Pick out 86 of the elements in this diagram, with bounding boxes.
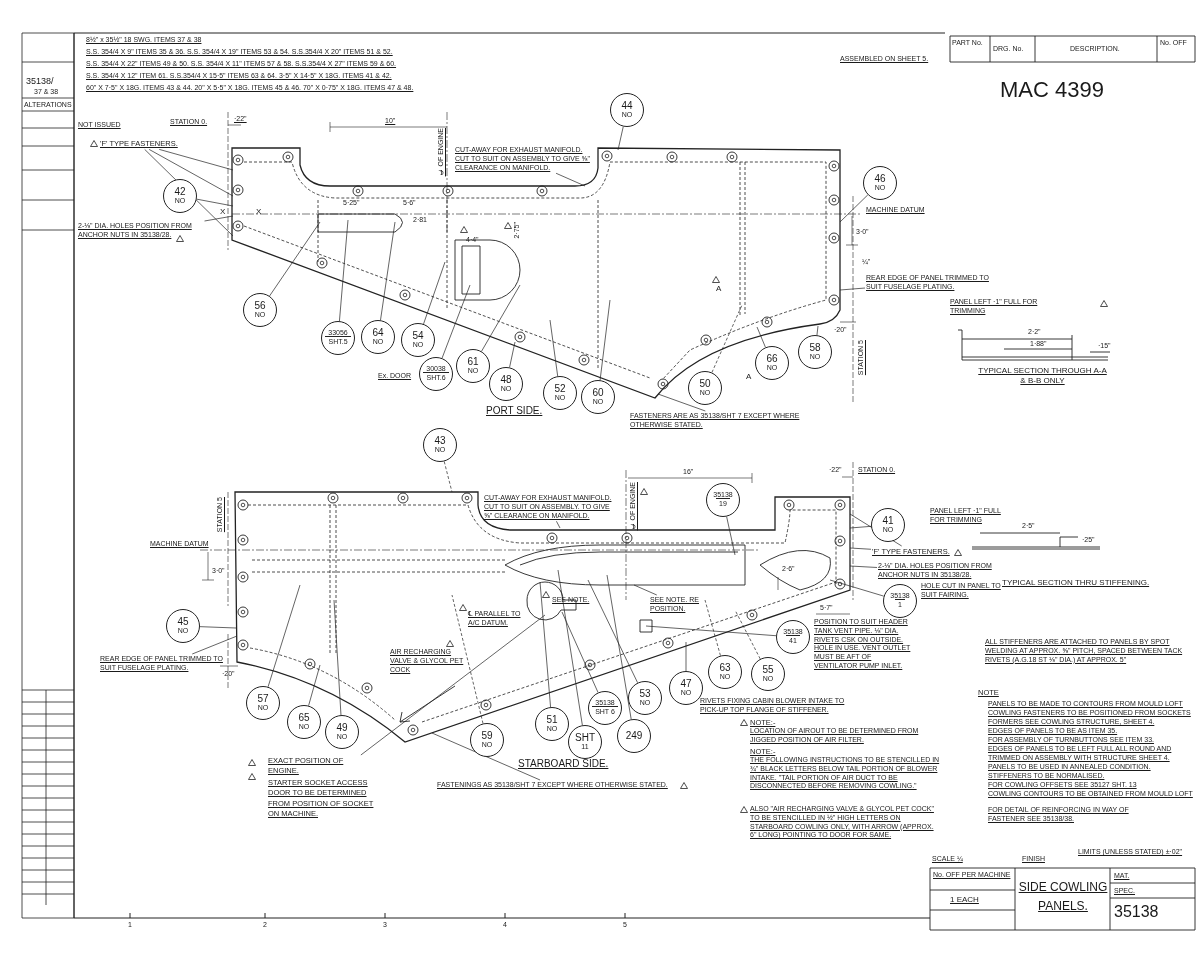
leader-line <box>380 221 396 321</box>
item-number: 42 <box>174 186 186 197</box>
leader-line <box>599 299 611 381</box>
item-number: 44 <box>621 100 633 111</box>
leader-line <box>360 614 546 756</box>
section-mark: X <box>256 207 262 217</box>
item-number: 58 <box>809 342 821 353</box>
item-number: 66 <box>766 353 778 364</box>
leader-line <box>711 304 743 373</box>
leader-line <box>423 261 446 325</box>
view-title: TYPICAL SECTION THROUGH A-A & B-B ONLY <box>977 366 1108 386</box>
leader-line <box>849 547 872 550</box>
item-number: 41 <box>882 515 894 526</box>
item-number: 53 <box>639 688 651 699</box>
leader-line <box>308 664 321 706</box>
drawing-title: SIDE COWLING PANELS. <box>1018 879 1108 916</box>
title-block-text: 1 EACH <box>950 895 979 905</box>
leader-line <box>158 149 234 171</box>
leader-line <box>431 732 541 781</box>
leader-line <box>849 526 872 529</box>
leader-line <box>549 319 559 377</box>
leader-line <box>539 581 551 708</box>
leader-line <box>339 219 349 322</box>
leader-line <box>556 520 561 529</box>
item-number: 48 <box>500 374 512 385</box>
drawing-number: 35138 <box>1114 902 1159 922</box>
leader-line <box>204 215 234 222</box>
item-number: 56 <box>254 300 266 311</box>
leader-line <box>617 126 624 151</box>
leader-line <box>704 599 721 656</box>
item-number: 57 <box>257 693 269 704</box>
leader-line <box>333 599 342 716</box>
item-number: 45 <box>177 616 189 627</box>
leader-line <box>269 221 321 297</box>
leader-line <box>685 641 687 672</box>
item-number: SHT <box>575 732 595 743</box>
section-mark: A <box>716 284 722 294</box>
leader-line <box>734 609 761 660</box>
leader-line <box>839 287 866 291</box>
leader-line <box>196 198 234 207</box>
item-number: 60 <box>592 387 604 398</box>
leader-line <box>839 194 869 223</box>
item-number: 249 <box>625 731 643 741</box>
leader-line <box>191 635 238 655</box>
leader-line <box>756 326 766 348</box>
item-number: 63 <box>719 662 731 673</box>
leader-line <box>726 516 736 556</box>
view-title: STARBOARD SIDE. <box>518 758 609 771</box>
item-number: 65 <box>298 712 310 723</box>
leader-line <box>443 461 453 493</box>
leader-line <box>561 611 599 693</box>
section-mark: A <box>746 372 752 382</box>
leader-line <box>509 341 516 368</box>
item-number: 55 <box>762 664 774 675</box>
item-number: 52 <box>554 383 566 394</box>
leader-line <box>657 393 706 412</box>
leader-line <box>441 284 471 359</box>
view-title: TYPICAL SECTION THRU STIFFENING. <box>1002 578 1150 588</box>
item-number: 46 <box>874 173 886 184</box>
item-number: 61 <box>467 356 479 367</box>
leader-line <box>148 149 234 197</box>
item-number: 54 <box>412 330 424 341</box>
leader-line <box>267 584 301 688</box>
leader-line <box>645 625 777 637</box>
leader-line <box>633 584 658 596</box>
leader-line <box>199 626 237 629</box>
leader-line <box>606 574 632 720</box>
section-mark: X <box>220 207 226 217</box>
leader-line <box>816 325 819 336</box>
view-title: PORT SIDE. <box>486 405 543 418</box>
drawing-number: 35138/ <box>26 76 54 88</box>
leader-line <box>555 172 586 187</box>
item-number: 51 <box>546 714 558 725</box>
item-number: 59 <box>481 730 493 741</box>
leader-line <box>849 565 878 568</box>
item-number: 47 <box>680 678 692 689</box>
item-number: 50 <box>699 378 711 389</box>
item-number: 64 <box>372 327 384 338</box>
leader-line <box>829 579 885 597</box>
item-number: 49 <box>336 722 348 733</box>
leader-line <box>451 594 484 724</box>
leader-line <box>481 284 521 352</box>
leader-line <box>557 569 583 726</box>
leader-line <box>587 579 638 684</box>
item-number: 43 <box>434 435 446 446</box>
handwritten-number: MAC 4399 <box>1000 76 1104 104</box>
